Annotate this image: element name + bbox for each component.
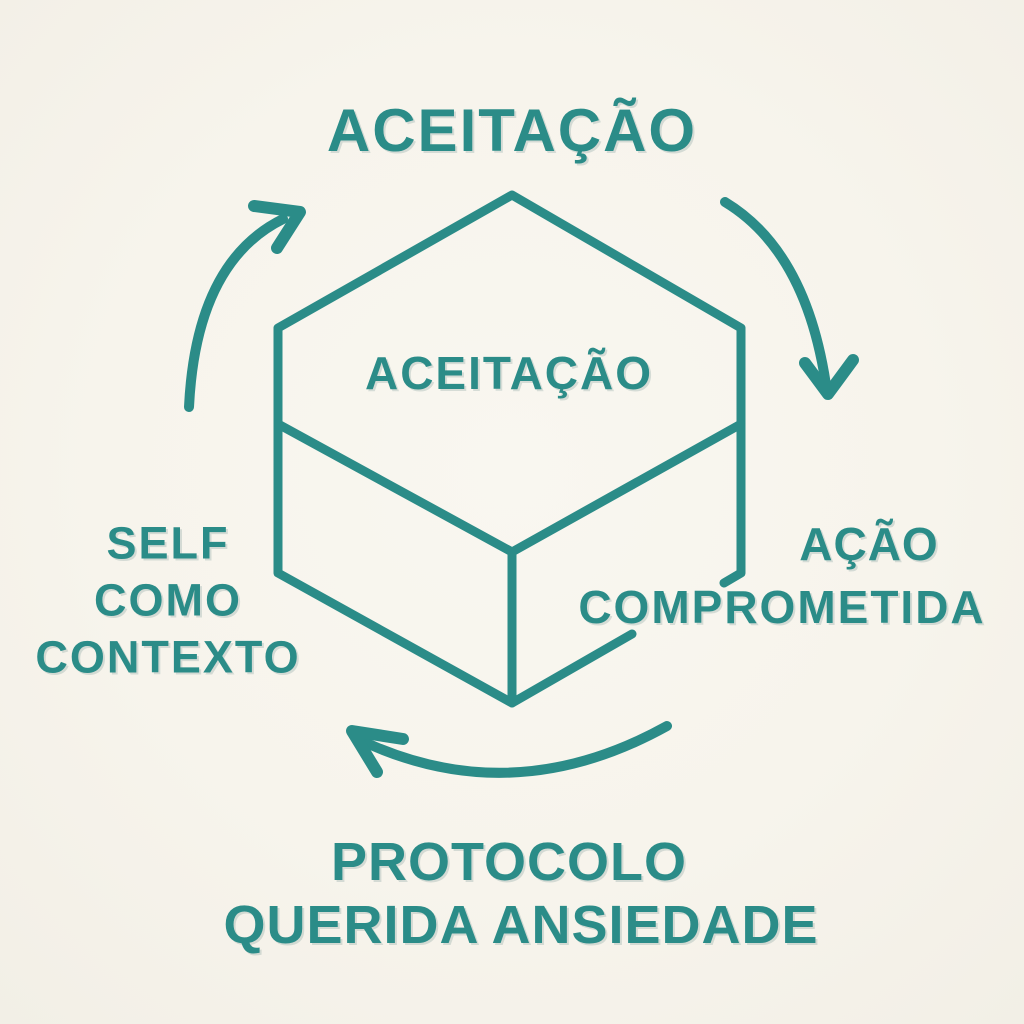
- label-acao: AÇÃO: [799, 518, 939, 570]
- label-querida-ansiedade: QUERIDA ANSIEDADE: [223, 895, 819, 955]
- label-self-como-contexto: SELF COMO CONTEXTO: [35, 515, 300, 686]
- label-line-contexto: CONTEXTO: [35, 631, 301, 683]
- label-protocolo: PROTOCOLO: [330, 832, 688, 892]
- label-comprometida: COMPROMETIDA: [578, 581, 986, 633]
- cycle-arrow-bottom-icon: [346, 721, 672, 778]
- cube-outline: [273, 190, 746, 708]
- cube-inner-edges: [273, 419, 746, 708]
- cycle-arrow-right-icon: [720, 197, 859, 400]
- label-line-self: SELF: [106, 517, 230, 569]
- diagram-title: ACEITAÇÃO: [326, 97, 698, 164]
- cycle-arrow-top-left-icon: [184, 200, 306, 412]
- cube-top-face-label: ACEITAÇÃO: [364, 347, 654, 399]
- label-line-como: COMO: [93, 574, 242, 626]
